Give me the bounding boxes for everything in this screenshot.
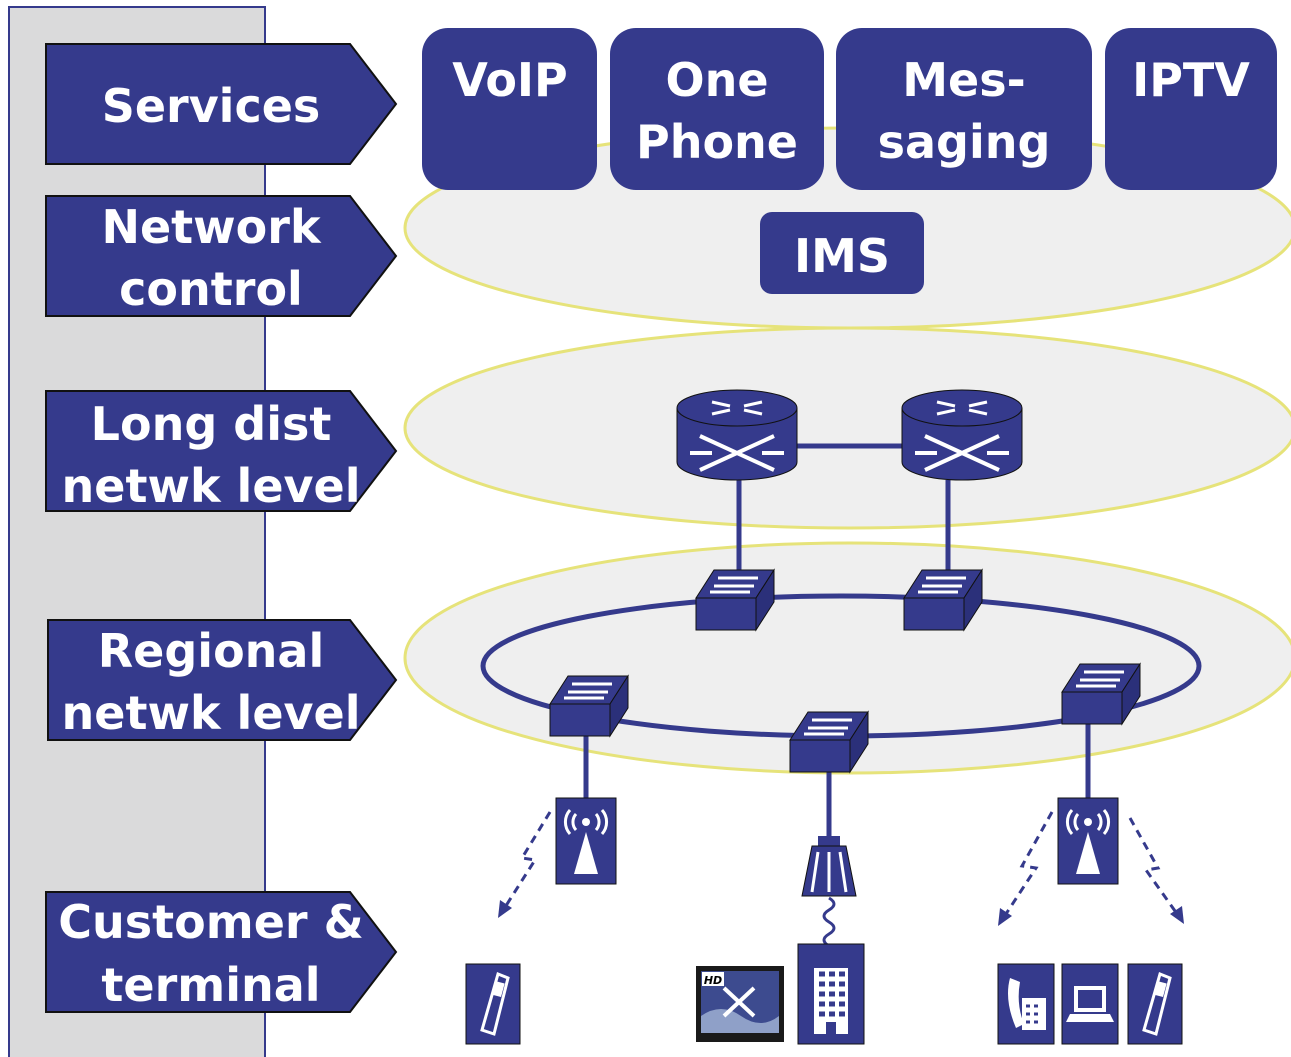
service-iptv: IPTV <box>1105 28 1277 190</box>
svg-text:Long dist: Long dist <box>91 397 332 451</box>
mobile-phone-icon <box>465 963 521 1045</box>
switch-icon <box>1061 662 1141 726</box>
switch-icon <box>903 568 983 632</box>
layer-sidebar <box>8 6 266 1057</box>
svg-text:saging: saging <box>878 115 1051 169</box>
svg-text:terminal: terminal <box>101 958 320 1012</box>
wireless-access-point-icon <box>555 797 617 885</box>
mobile-phone-icon <box>1127 963 1183 1045</box>
svg-text:Customer &: Customer & <box>58 895 363 949</box>
building-icon <box>797 943 865 1045</box>
layer-label-network-control: Network control <box>45 195 398 317</box>
switch-icon <box>695 568 775 632</box>
desk-phone-icon <box>997 963 1055 1045</box>
svg-text:control: control <box>119 262 303 316</box>
svg-text:netwk level: netwk level <box>62 459 361 513</box>
svg-text:Regional: Regional <box>98 624 324 678</box>
svg-text:Network: Network <box>101 200 321 254</box>
laptop-icon <box>1061 963 1119 1045</box>
ims-box: IMS <box>760 212 924 294</box>
layer-label-customer: Customer & terminal <box>45 891 398 1013</box>
wireless-links <box>500 811 1182 921</box>
layer-label-long-dist: Long dist netwk level <box>45 390 398 513</box>
svg-text:IPTV: IPTV <box>1132 53 1250 107</box>
service-one-phone: One Phone <box>610 28 824 190</box>
service-voip: VoIP <box>422 28 597 190</box>
svg-text:netwk level: netwk level <box>62 686 361 740</box>
svg-text:IMS: IMS <box>794 229 890 283</box>
svg-text:One: One <box>665 53 768 107</box>
layer-label-regional: Regional netwk level <box>47 619 398 741</box>
switch-icon <box>549 674 629 738</box>
svg-text:Phone: Phone <box>636 115 798 169</box>
svg-text:VoIP: VoIP <box>452 53 568 107</box>
core-router-icon <box>676 389 798 481</box>
svg-text:Services: Services <box>102 79 321 133</box>
svg-text:Mes-: Mes- <box>902 53 1025 107</box>
core-router-icon <box>901 389 1023 481</box>
hdtv-icon: HD <box>696 966 784 1042</box>
svg-text:HD: HD <box>704 974 722 987</box>
switch-icon <box>789 710 869 774</box>
layer-label-services: Services <box>45 43 398 165</box>
long-dist-ring <box>403 326 1291 530</box>
service-messaging: Mes- saging <box>836 28 1092 190</box>
dsl-connector-icon <box>801 836 857 948</box>
wireless-arrowheads <box>498 900 1184 926</box>
wireless-access-point-icon <box>1057 797 1119 885</box>
